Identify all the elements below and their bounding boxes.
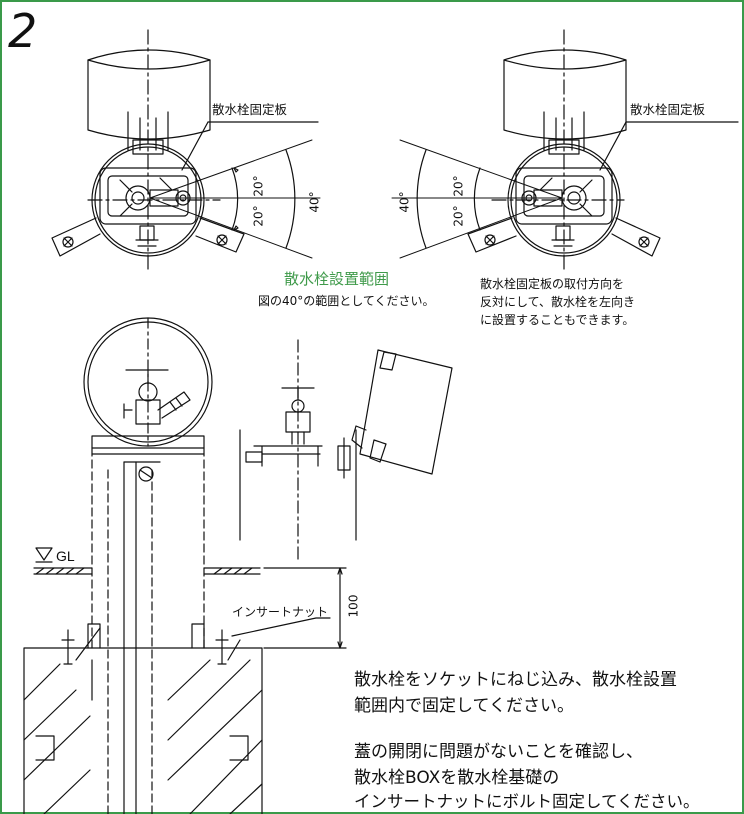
reverse-note-line-3: に設置することもできます。 [480, 313, 635, 327]
exploded-view [239, 339, 453, 561]
angle-20-lower-right: 20° [451, 205, 466, 227]
angle-40-left: 40° [307, 191, 322, 213]
fixing-plate-label-left: 散水栓固定板 [212, 102, 288, 117]
top-left-plan-view [51, 29, 321, 271]
reverse-note-line-2: 反対にして、散水栓を左向き [480, 295, 636, 309]
install-range-desc: 図の40°の範囲としてください。 [258, 294, 435, 308]
angle-20-upper-left: 20° [251, 175, 266, 197]
reverse-note-line-1: 散水栓固定板の取付方向を [480, 277, 625, 291]
top-right-plan-view [391, 29, 739, 271]
instruction-line-4: 散水栓BOXを散水栓基礎の [354, 768, 560, 788]
instruction-line-5: インサートナットにボルト固定してください。 [354, 792, 700, 811]
angle-20-upper-right: 20° [451, 175, 466, 197]
instruction-line-2: 範囲内で固定してください。 [354, 696, 574, 716]
angle-20-lower-left: 20° [251, 205, 266, 227]
fixing-plate-label-right: 散水栓固定板 [630, 102, 706, 117]
step-number: 2 [8, 4, 38, 58]
insert-nut-label: インサートナット [232, 605, 329, 619]
ground-level-label: GL [56, 548, 75, 564]
dimension-100: 100 [346, 594, 361, 618]
instruction-line-1: 散水栓をソケットにねじ込み、散水栓設置 [354, 670, 677, 690]
angle-40-right: 40° [397, 191, 412, 213]
instruction-line-3: 蓋の開閉に問題がないことを確認し、 [354, 742, 643, 762]
install-range-title: 散水栓設置範囲 [284, 270, 390, 288]
left-section-view [23, 317, 347, 814]
